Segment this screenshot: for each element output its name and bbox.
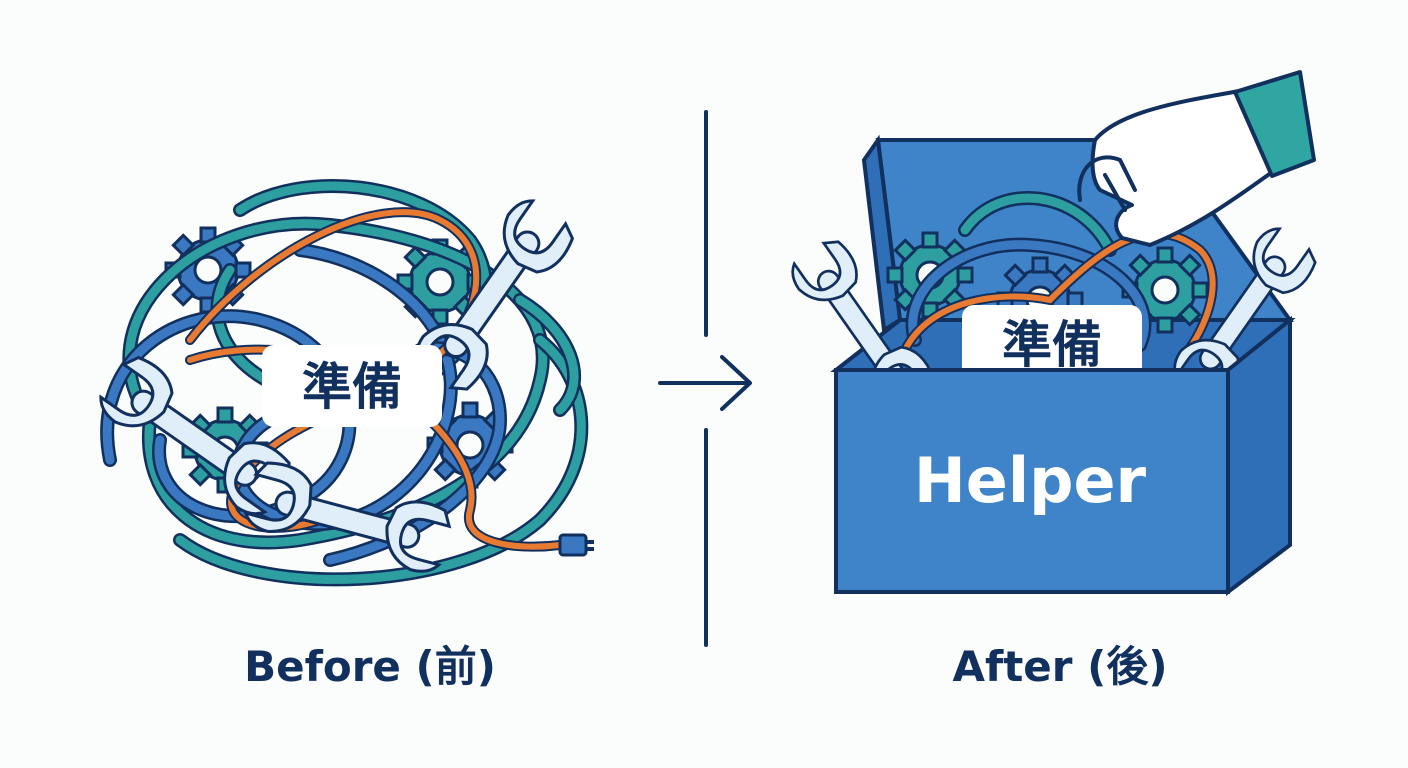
- arrow-right-icon: [658, 355, 752, 411]
- after-caption: After (後): [952, 642, 1168, 691]
- cable-icon: [558, 533, 588, 557]
- toolbox-illustration: 準備 Helper: [785, 70, 1321, 597]
- before-label-tag: [262, 345, 442, 427]
- toolbox-front: [834, 368, 1230, 594]
- transition-divider: [658, 110, 752, 647]
- toolbox-side: [1226, 315, 1292, 597]
- before-label-text: 準備: [302, 358, 402, 416]
- after-label-text: 準備: [1002, 316, 1102, 374]
- sleeve-cuff: [1233, 70, 1316, 178]
- after-label-tag: [962, 305, 1142, 383]
- toolbox-label: Helper: [914, 444, 1147, 517]
- before-caption: Before (前): [244, 642, 496, 691]
- tangled-tools-illustration: 準備: [94, 179, 594, 579]
- hand-icon: [1077, 70, 1316, 247]
